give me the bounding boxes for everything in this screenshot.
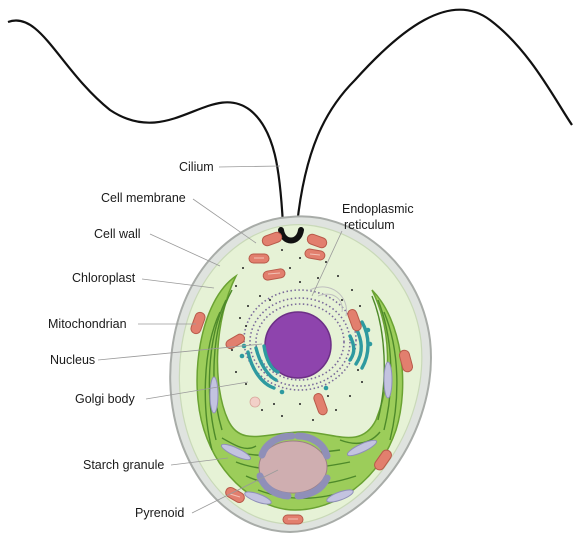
label-chloroplast: Chloroplast bbox=[72, 271, 136, 285]
label-golgi-body: Golgi body bbox=[75, 392, 136, 406]
label-pyrenoid: Pyrenoid bbox=[135, 506, 184, 520]
label-starch-granule: Starch granule bbox=[83, 458, 164, 472]
lipid-droplet bbox=[250, 397, 260, 407]
label-cell-membrane: Cell membrane bbox=[101, 191, 186, 205]
label-er-line2: reticulum bbox=[344, 218, 395, 232]
label-er-line1: Endoplasmic bbox=[342, 202, 414, 216]
label-nucleus: Nucleus bbox=[50, 353, 95, 367]
label-cilium: Cilium bbox=[179, 160, 214, 174]
pyrenoid bbox=[259, 436, 327, 496]
label-mitochondrian: Mitochondrian bbox=[48, 317, 127, 331]
label-cell-wall: Cell wall bbox=[94, 227, 141, 241]
cilium-right bbox=[297, 10, 572, 225]
